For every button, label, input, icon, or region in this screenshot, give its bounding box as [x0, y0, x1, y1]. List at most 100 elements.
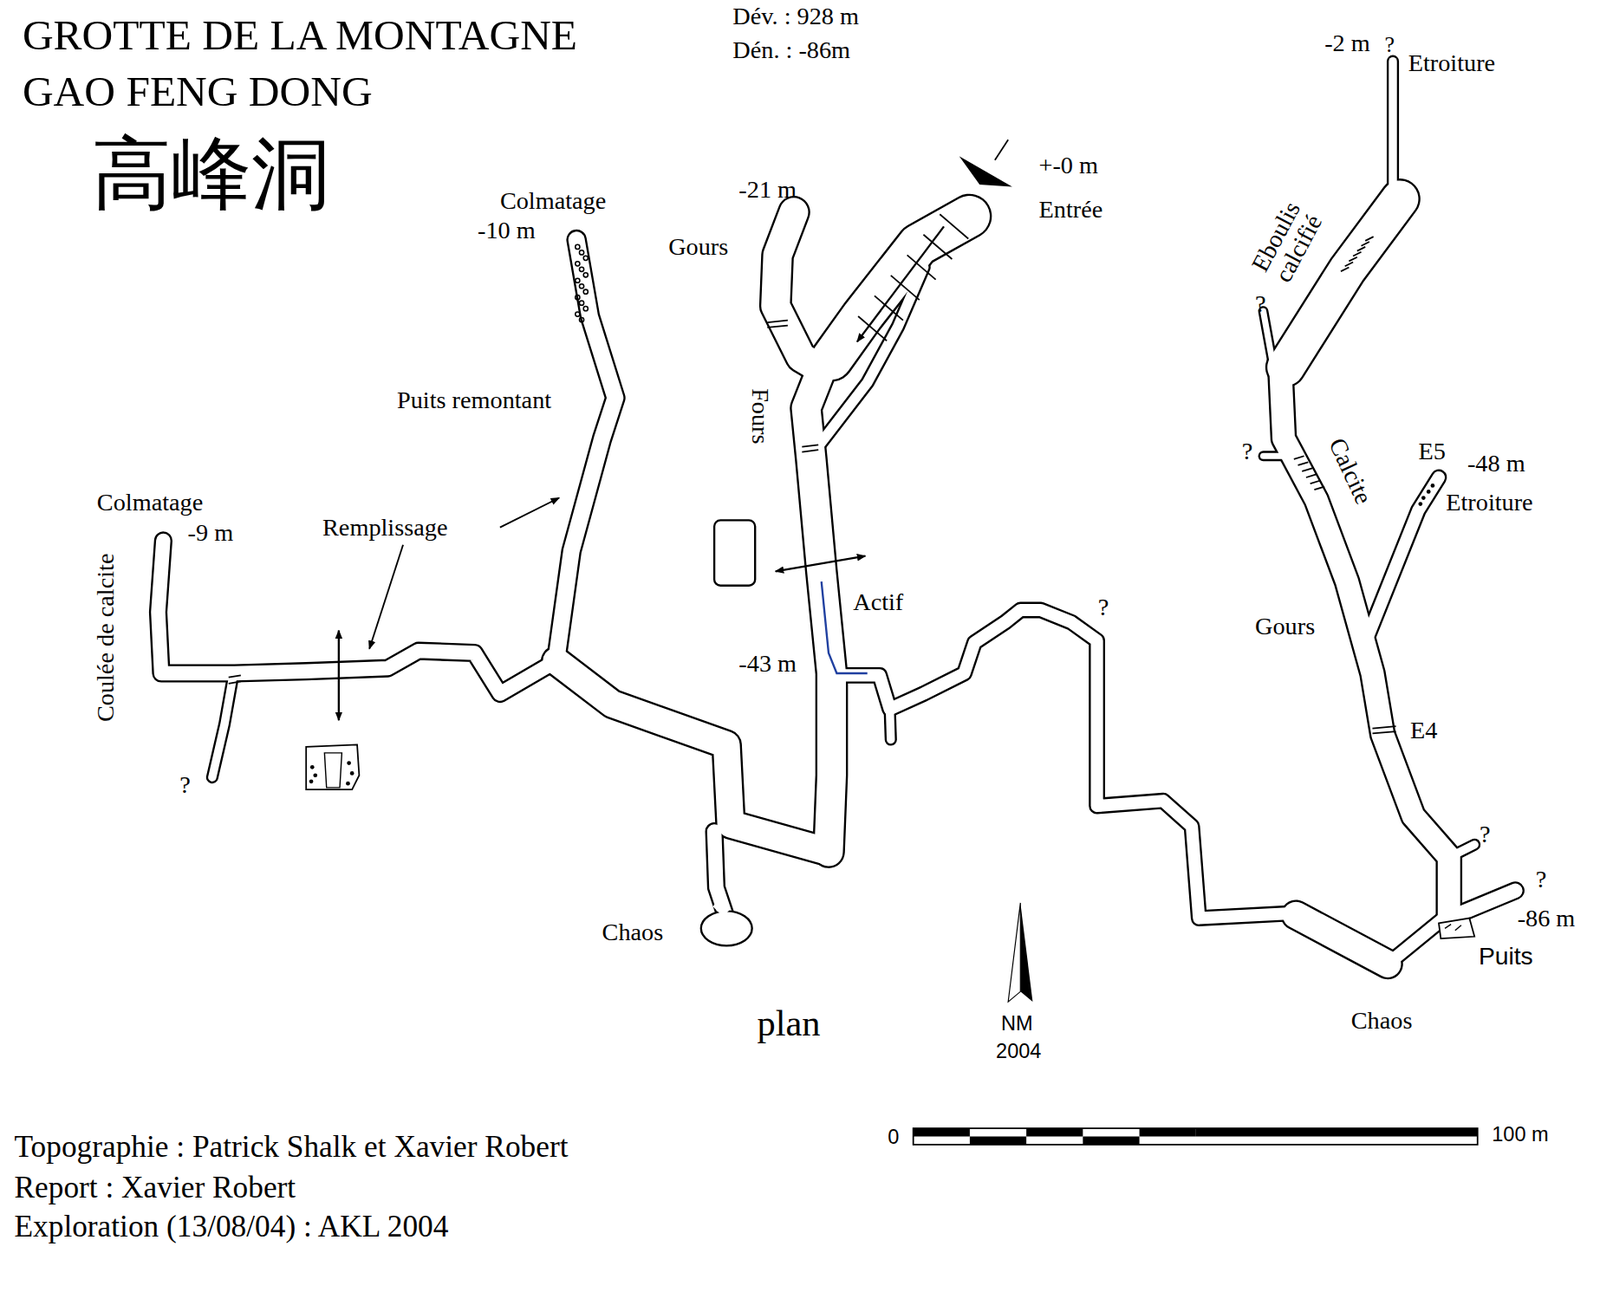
depth-label: -2 m: [1324, 30, 1371, 57]
fill-dot: [345, 781, 351, 787]
passage-floor: [1295, 915, 1388, 965]
place-label: Colmatage: [97, 489, 203, 516]
credit-note: Topographie : Patrick Shalk et Xavier Ro…: [13, 1130, 568, 1163]
passage-wall: [831, 216, 970, 360]
step-mark: [801, 444, 819, 447]
passage-floor: [1449, 845, 1475, 868]
place-label: Chaos: [602, 920, 664, 947]
fill-dot: [578, 317, 584, 322]
place-label: Remplissage: [322, 515, 448, 542]
place-label: Fours: [747, 388, 774, 444]
step-mark: [228, 675, 241, 677]
scale-segment: [1026, 1128, 1083, 1137]
fill-dot: [312, 773, 318, 778]
place-label: Calcite: [1323, 434, 1377, 508]
fill-dot: [346, 760, 352, 766]
slope-hatch: [939, 214, 969, 239]
passage-floor: [845, 610, 1444, 965]
step-mark: [767, 320, 788, 323]
passage-wall: [890, 708, 892, 740]
unknown-mark: ?: [1479, 822, 1491, 849]
fill-dot: [578, 250, 584, 255]
depth-label: -48 m: [1467, 450, 1526, 477]
passage-floor: [212, 678, 234, 778]
depth-label: -9 m: [188, 520, 235, 547]
place-label: Colmatage: [500, 188, 606, 215]
depth-label: -10 m: [477, 218, 536, 245]
calcite-hatch: [1365, 236, 1373, 241]
fill-dot: [350, 771, 355, 776]
passage-floor: [157, 540, 556, 695]
view-label: plan: [757, 1005, 821, 1044]
unknown-mark: ?: [179, 772, 191, 799]
passage-floor: [715, 903, 727, 914]
scale-segment: [1139, 1128, 1197, 1137]
calcite-hatch: [1357, 247, 1366, 252]
calcite-hatch: [1294, 455, 1305, 460]
scale-segment: [1196, 1128, 1478, 1137]
calcite-hatch: [1313, 487, 1325, 491]
place-label: Puits remontant: [396, 387, 552, 414]
fill-dot: [578, 300, 584, 306]
place-label: Etroiture: [1445, 489, 1533, 516]
place-label: Eboulis calcifié: [1241, 185, 1335, 300]
north-arrow: [1008, 903, 1021, 1002]
calcite-hatch: [1298, 461, 1309, 466]
unknown-mark: ?: [1242, 438, 1254, 465]
place-label: Etroiture: [1408, 51, 1496, 78]
passage-wall: [1295, 915, 1388, 965]
calcite-hatch: [1340, 266, 1349, 272]
passage-floor: [890, 708, 892, 740]
step-mark: [801, 449, 819, 452]
map-title: GROTTE DE LA MONTAGNE GAO FENG DONG: [22, 6, 676, 121]
fill-dot: [1421, 495, 1426, 501]
leader-arrow: [500, 498, 560, 528]
fill-dot: [583, 273, 588, 278]
fill-dot: [583, 255, 588, 261]
scale-label: 0: [887, 1126, 899, 1149]
fill-dot: [575, 244, 580, 249]
depth-label: -86 m: [1517, 905, 1576, 932]
credit-note: Exploration (13/08/04) : AKL 2004: [13, 1209, 449, 1243]
passage-wall: [212, 678, 234, 778]
passage-floor: [1367, 477, 1439, 638]
place-label: Coulée de calcite: [93, 553, 120, 723]
step-mark: [1372, 726, 1396, 729]
passage-floor: [556, 661, 829, 853]
passage-wall: [1367, 477, 1439, 638]
north-label: NM: [1001, 1013, 1034, 1035]
station-label: E5: [1417, 438, 1445, 465]
scale-segment: [1082, 1137, 1139, 1145]
room-outline: [714, 520, 755, 586]
passage-floor: [714, 831, 727, 918]
scale-label: 100 m: [1491, 1124, 1548, 1146]
passage-floors: [157, 61, 1516, 965]
passage-walls: [157, 61, 1516, 965]
fill-dot: [309, 779, 314, 784]
scale-bar: [913, 1128, 1478, 1145]
passage-wall: [1281, 372, 1450, 919]
unknown-mark: ?: [1535, 867, 1548, 894]
calcite-hatch: [1310, 481, 1321, 485]
depth-label: -21 m: [738, 177, 797, 204]
passage-floor: [775, 212, 822, 370]
passage-wall: [714, 831, 727, 918]
fill-dot: [1426, 489, 1431, 495]
pit-symbol: [1438, 918, 1475, 940]
calcite-hatch: [1306, 474, 1317, 478]
depth-label: -43 m: [738, 650, 797, 677]
fill-dot: [310, 765, 315, 770]
calcite-hatch: [1301, 468, 1313, 472]
depth-label: +-0 m: [1038, 153, 1099, 180]
calcite-hatch: [1345, 262, 1353, 267]
chinese-name: 高峰洞: [91, 132, 331, 216]
place-label: Actif: [852, 589, 904, 616]
passage-wall: [157, 540, 556, 695]
north-arrow: [1020, 903, 1033, 1002]
step-mark: [228, 681, 241, 683]
place-label: Gours: [1255, 614, 1315, 641]
direction-arrow: [857, 226, 944, 342]
passage-floor: [556, 240, 616, 662]
credit-note: Report : Xavier Robert: [13, 1171, 296, 1204]
